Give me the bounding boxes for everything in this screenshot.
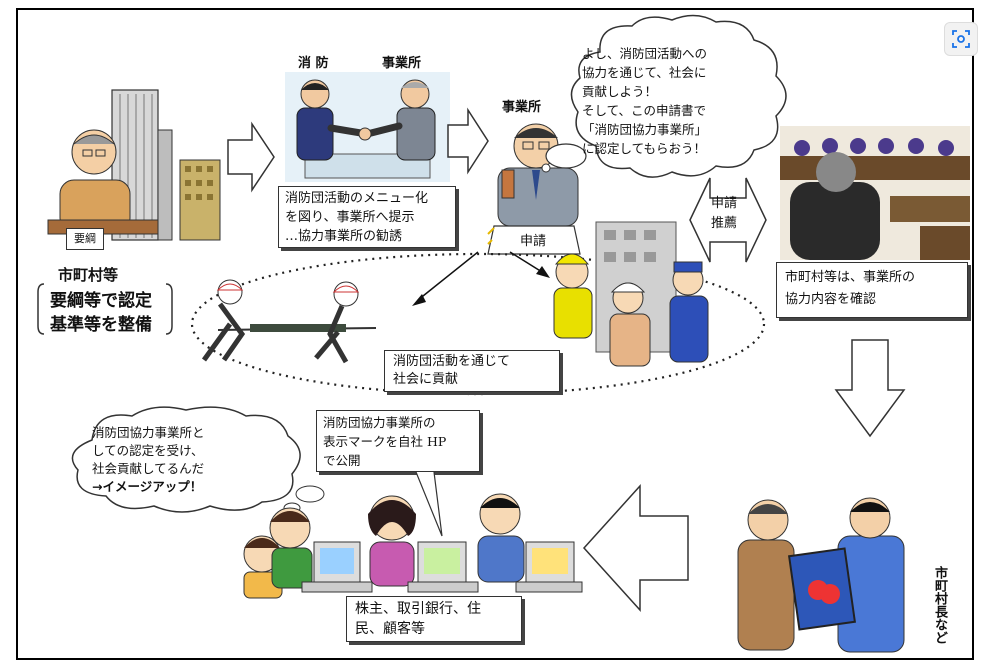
lens-scan-icon	[952, 30, 970, 48]
step4-description: 市町村等は、事業所の 協力内容を確認	[776, 262, 968, 318]
thought3-line4: そして、この申請書で	[582, 103, 707, 118]
label-office-top: 事業所	[382, 56, 422, 71]
step1-line1: 要綱等で認定	[50, 291, 152, 311]
thought-cloud-step3	[570, 14, 787, 178]
publish-callout-tail	[415, 471, 443, 537]
citizens-thought-line2: しての認定を受け、	[92, 443, 204, 458]
apply-recommend-line2: 推薦	[711, 216, 738, 231]
step1-description: 要綱等で認定 基準等を整備	[36, 282, 174, 336]
step2-line3: …協力事業所の勧誘	[285, 229, 403, 244]
step2-line2: を図り、事業所へ提示	[285, 210, 415, 225]
kouryou-label: 要綱	[74, 232, 96, 245]
citizens-thought-line1: 消防団協力事業所と	[92, 425, 205, 440]
municipal-office-illustration	[47, 89, 221, 241]
thought3-line2: 協力を通じて、社会に	[582, 65, 707, 80]
thought-step3-text: よし、消防団活動への 協力を通じて、社会に 貢献しよう！ そして、この申請書で …	[582, 44, 772, 158]
mayor-label: 市町村長など	[932, 566, 947, 644]
application-paper-icon	[487, 225, 581, 255]
publish-description: 消防団協力事業所の 表示マークを自社 HP で公開	[316, 410, 480, 472]
step2-line1: 消防団活動のメニュー化	[285, 191, 429, 206]
workers-group-illustration	[553, 221, 709, 367]
lens-scan-button[interactable]	[944, 22, 978, 56]
arrow-down	[834, 339, 906, 438]
mayor-certificate-illustration	[737, 497, 905, 653]
thought-citizens-text: 消防団協力事業所と しての認定を受け、 社会貢献してるんだ →イメージアップ！	[92, 424, 292, 496]
citizens-computers-illustration	[243, 493, 583, 599]
publish-line2: 表示マークを自社 HP	[323, 434, 447, 449]
thought3-line6: に認定してもらおう！	[582, 141, 707, 156]
activity-ellipse	[190, 252, 766, 396]
step4-line2: 協力内容を確認	[785, 292, 877, 307]
apply-recommend-arrow	[689, 177, 767, 263]
step2-description: 消防団活動のメニュー化 を図り、事業所へ提示 …協力事業所の勧誘	[278, 186, 456, 248]
publish-line1: 消防団協力事業所の	[323, 415, 436, 430]
citizens-description: 株主、取引銀行、住 民、顧客等	[346, 596, 522, 642]
step1-line2: 基準等を整備	[50, 315, 152, 335]
arrow-right-1	[227, 121, 275, 193]
arrow-left	[582, 484, 689, 612]
activity-line1: 消防団活動を通じて	[393, 354, 511, 369]
stretcher-firefighters-illustration	[201, 279, 377, 364]
citizens-thought-line4: →イメージアップ！	[92, 479, 203, 494]
small-thought-bubble	[541, 143, 587, 173]
citizens-thought-line3: 社会貢献してるんだ	[92, 461, 205, 476]
activity-description: 消防団活動を通じて 社会に貢献	[384, 350, 560, 392]
citizens-line2: 民、顧客等	[355, 621, 425, 637]
apply-label: 申請	[520, 234, 547, 249]
council-meeting-illustration	[780, 126, 970, 260]
kouryou-paper: 要綱	[66, 228, 104, 250]
thought3-line1: よし、消防団活動への	[582, 46, 708, 61]
activity-line2: 社会に貢献	[393, 372, 459, 387]
thought3-line3: 貢献しよう！	[582, 84, 658, 99]
apply-arrows	[412, 251, 550, 306]
thought3-line5: 「消防団協力事業所」	[582, 122, 708, 137]
step4-line1: 市町村等は、事業所の	[785, 270, 916, 285]
step1-org-label: 市町村等	[58, 266, 119, 284]
publish-line3: で公開	[323, 453, 361, 468]
handshake-illustration	[285, 72, 450, 182]
label-fire-dept: 消 防	[298, 56, 329, 71]
label-office-owner: 事業所	[502, 100, 542, 115]
arrow-right-2	[447, 107, 489, 175]
citizens-line1: 株主、取引銀行、住	[355, 601, 481, 617]
apply-recommend-line1: 申請	[711, 196, 738, 211]
